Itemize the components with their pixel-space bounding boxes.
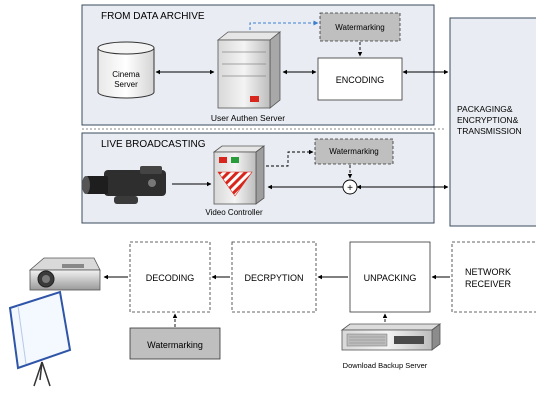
transmission-label-line1: PACKAGING&	[457, 104, 513, 114]
auth-watermark-dashed-arrow	[249, 20, 319, 30]
live-panel: LIVE BROADCASTING Video Controller Water…	[81, 132, 449, 224]
backup-server-icon	[340, 323, 442, 351]
archive-section-title: FROM DATA ARCHIVE	[101, 11, 205, 22]
live-watermarking-box	[314, 138, 394, 165]
unpacking-label: UNPACKING	[364, 273, 417, 283]
network-receiver-label-line1: NETWORK	[465, 267, 511, 277]
archive-watermarking-box	[319, 12, 401, 42]
projector-icon	[28, 257, 101, 291]
decryption-label: DECRPYTION	[244, 273, 303, 283]
decoding-box	[129, 241, 211, 313]
controller-watermark-arrow	[266, 149, 314, 167]
receiver-watermarking-box	[129, 327, 221, 360]
cinema-server-icon	[97, 41, 155, 99]
projection-screen-icon	[8, 290, 72, 387]
network-receiver-label-line2: RECEIVER	[465, 279, 512, 289]
decoding-label: DECODING	[146, 273, 195, 283]
cinema-server-label-line1: Cinema	[112, 70, 140, 79]
auth-server-icon	[216, 31, 282, 109]
unpacking-box	[349, 241, 431, 313]
receiver-watermarking-label: Watermarking	[147, 340, 203, 350]
live-section-title: LIVE BROADCASTING	[101, 139, 206, 150]
live-watermarking-label: Watermarking	[329, 147, 379, 156]
video-controller-label: Video Controller	[205, 208, 263, 217]
transmission-label-line3: TRANSMISSION	[457, 126, 522, 136]
backup-server-label: Download Backup Server	[343, 361, 428, 370]
video-controller-icon	[212, 145, 266, 205]
encoding-box	[317, 57, 403, 101]
cinema-server-label-line2: Server	[114, 80, 138, 89]
encoding-label: ENCODING	[336, 75, 385, 85]
archive-watermarking-label: Watermarking	[335, 23, 385, 32]
archive-panel: FROM DATA ARCHIVE Cinema Server User Aut…	[81, 4, 449, 126]
transmission-label-line2: ENCRYPTION&	[457, 115, 519, 125]
transmission-box	[449, 17, 536, 227]
auth-server-label: User Authen Server	[211, 113, 285, 123]
mixer-symbol: +	[347, 183, 353, 194]
video-camera-icon	[82, 166, 166, 204]
network-receiver-box	[451, 241, 536, 313]
decryption-box	[231, 241, 317, 313]
